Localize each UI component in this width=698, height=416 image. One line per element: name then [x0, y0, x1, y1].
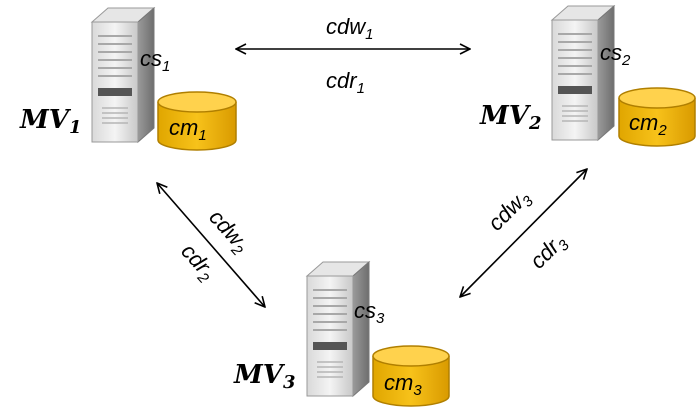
cache-label-cm2: cm2 — [629, 110, 667, 139]
server-label-cs1: cs1 — [140, 46, 170, 75]
cache-label-cm1: cm1 — [169, 115, 207, 144]
node-mv2: cs2 cm2 MV2 — [479, 4, 696, 147]
link-write-label-3: cdw3 — [483, 184, 538, 239]
mv-label-1: MV1 — [19, 105, 81, 138]
cache-label-cm3: cm3 — [384, 370, 422, 399]
link-mv1-mv3: cdw2 cdr2 — [157, 183, 265, 307]
node-mv1: cs1 cm1 MV1 — [19, 6, 237, 151]
node-mv3: cs3 cm3 MV3 — [233, 260, 450, 407]
server-icon — [550, 4, 616, 142]
server-label-cs2: cs2 — [600, 40, 631, 69]
link-mv2-mv3: cdw3 cdr3 — [460, 169, 587, 297]
mv-label-2: MV2 — [479, 101, 541, 134]
database-icon — [157, 91, 237, 151]
mv-label-3: MV3 — [233, 360, 295, 393]
bidirectional-arrow — [157, 183, 265, 307]
server-icon — [90, 6, 156, 144]
link-write-label-1: cdw1 — [326, 14, 373, 43]
server-label-cs3: cs3 — [354, 298, 385, 327]
link-mv1-mv2: cdw1 cdr1 — [236, 14, 470, 97]
server-icon — [305, 260, 371, 398]
link-read-label-1: cdr1 — [326, 68, 365, 97]
link-write-label-2: cdw2 — [201, 205, 255, 260]
link-read-label-3: cdr3 — [525, 228, 573, 276]
database-icon — [372, 345, 450, 407]
database-icon — [618, 87, 696, 147]
bidirectional-arrow — [460, 169, 587, 297]
link-read-label-2: cdr2 — [173, 239, 221, 288]
